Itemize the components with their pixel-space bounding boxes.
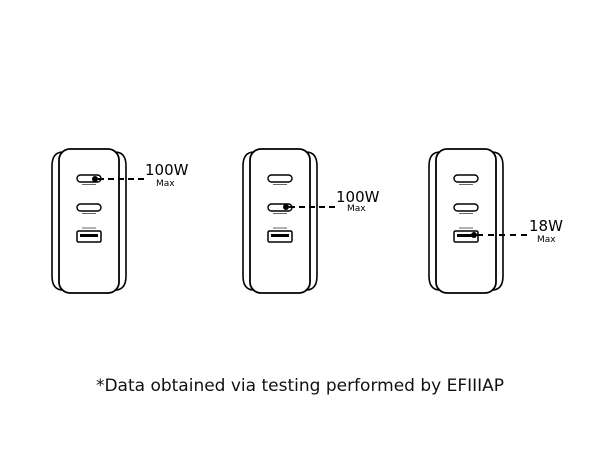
callout-1-power-label: 100W	[145, 161, 189, 179]
callout-3-leader-line	[477, 234, 527, 236]
callout-2-max-label: Max	[347, 204, 366, 214]
charger-3	[426, 148, 506, 294]
charger-3-outline	[428, 148, 504, 294]
callout-3-max-label: Max	[537, 235, 556, 245]
charger-2-outline	[242, 148, 318, 294]
callout-3-power-label: 18W	[529, 217, 563, 235]
callout-1-anchor-dot	[92, 176, 98, 182]
callout-1-leader-line	[98, 178, 144, 180]
footnote: *Data obtained via testing performed by …	[95, 376, 505, 396]
charger-1-outline	[51, 148, 127, 294]
callout-1-max-label: Max	[156, 179, 175, 189]
callout-2-power-label: 100W	[336, 188, 380, 206]
charger-1	[49, 148, 129, 294]
charger-2	[240, 148, 320, 294]
callout-2-leader-line	[289, 206, 335, 208]
callout-3-anchor-dot	[471, 232, 477, 238]
callout-2-anchor-dot	[283, 204, 289, 210]
